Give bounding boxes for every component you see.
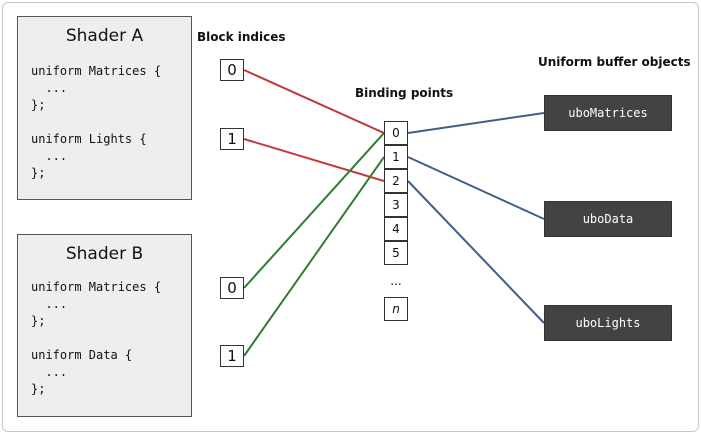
binding-point-2: 2	[384, 169, 408, 193]
ubo-matrices: uboMatrices	[544, 95, 672, 131]
connection-line-5	[407, 156, 545, 220]
binding-point-5: 5	[384, 241, 408, 265]
binding-points-label: Binding points	[355, 86, 454, 100]
shader-a-code: uniform Matrices { ... }; uniform Lights…	[31, 64, 162, 180]
connection-line-1	[243, 138, 385, 182]
binding-point-n: n	[384, 297, 408, 321]
connection-line-4	[407, 112, 545, 134]
shader-a-box: Shader A uniform Matrices { ... }; unifo…	[17, 16, 192, 200]
block-index-shader-b-0: 0	[220, 277, 244, 299]
shader-b-title: Shader B	[65, 244, 144, 264]
uniform-buffer-objects-label: Uniform buffer objects	[538, 55, 691, 69]
connection-line-3	[243, 156, 385, 357]
binding-points-ellipsis: ...	[390, 274, 402, 288]
binding-point-3: 3	[384, 193, 408, 217]
ubo-lights: uboLights	[544, 305, 672, 341]
shader-b-box: Shader B uniform Matrices { ... }; unifo…	[17, 234, 192, 417]
block-index-shader-b-1: 1	[220, 345, 244, 367]
ubo-data: uboData	[544, 201, 672, 237]
connection-line-2	[243, 132, 385, 289]
binding-point-0: 0	[384, 121, 408, 145]
connection-line-0	[243, 69, 385, 134]
shader-b-code: uniform Matrices { ... }; uniform Data {…	[31, 280, 162, 396]
connection-line-6	[407, 180, 545, 324]
binding-point-1: 1	[384, 145, 408, 169]
shader-a-title: Shader A	[65, 26, 144, 46]
block-indices-label: Block indices	[197, 30, 286, 44]
block-index-shader-a-1: 1	[220, 128, 244, 150]
binding-point-4: 4	[384, 217, 408, 241]
block-index-shader-a-0: 0	[220, 59, 244, 81]
